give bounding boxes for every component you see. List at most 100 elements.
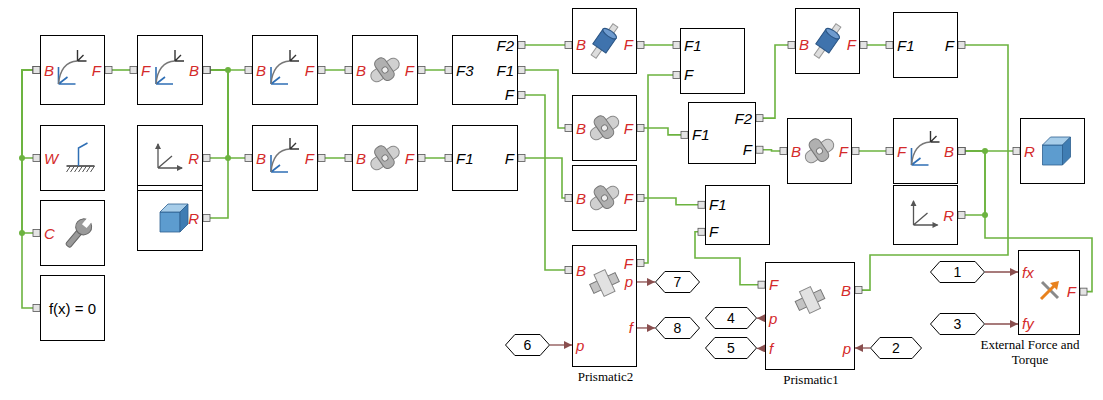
port-glyph [445, 67, 452, 74]
simscape-block: BF [572, 165, 637, 231]
cube-icon [1043, 137, 1071, 165]
simscape-block: F1 F [452, 125, 518, 191]
junction-dot [225, 155, 231, 161]
port-glyph [33, 67, 40, 74]
port-label: F1 [709, 197, 727, 212]
port-label: F1 [692, 127, 710, 142]
port-glyph [958, 42, 965, 49]
port-label: f [769, 341, 773, 356]
port-glyph [788, 41, 795, 48]
port-label: F [709, 224, 718, 239]
icon-stroke [1063, 137, 1071, 165]
icon-stroke [156, 61, 175, 84]
icon-stroke [71, 166, 75, 172]
port-label: R [188, 151, 199, 166]
port-label: F1 [897, 38, 915, 53]
port-callout: 8 [655, 317, 700, 339]
port-label: F [847, 37, 856, 52]
frame-icon [271, 50, 299, 84]
frame-icon [912, 131, 940, 165]
port-label: F [92, 63, 101, 78]
port-glyph [33, 67, 40, 74]
port-label: F [624, 191, 633, 206]
icon-stroke [912, 148, 929, 165]
port-label: F [405, 63, 414, 78]
callout-number: 2 [892, 341, 900, 356]
port-label: B [576, 37, 586, 52]
port-callout: 7 [655, 271, 700, 293]
simscape-block: FB [893, 118, 958, 184]
force-icon [1041, 281, 1059, 299]
port-glyph [958, 148, 965, 155]
icon-part [61, 215, 95, 251]
port-glyph [33, 230, 40, 237]
junction-dot [982, 212, 988, 218]
junction-dot [19, 230, 25, 236]
connection-line [22, 70, 40, 233]
simscape-block: BF [795, 8, 860, 74]
signal-line [757, 348, 765, 349]
port-label: F1 [456, 151, 474, 166]
port-glyph [318, 155, 325, 162]
port-glyph [756, 146, 763, 153]
icon-stroke [271, 149, 290, 172]
icon-stroke [271, 155, 288, 172]
port-glyph [637, 195, 644, 202]
port-glyph [445, 155, 452, 162]
icon-stroke [1050, 281, 1059, 290]
callout-number: 7 [674, 275, 682, 290]
port-glyph [130, 67, 137, 74]
frame-icon [156, 50, 184, 84]
block-caption: External Force and Torque [971, 337, 1089, 367]
connection-line [518, 95, 572, 270]
connection-line [637, 75, 680, 263]
prism-icon [587, 266, 623, 300]
rev-icon [799, 131, 839, 169]
port-label: B [576, 191, 586, 206]
port-glyph [518, 91, 525, 98]
port-glyph [681, 131, 688, 138]
port-label: B [791, 144, 801, 159]
connection-line [22, 70, 40, 308]
junction-dot [982, 148, 988, 154]
simscape-block: F1 F [893, 12, 958, 78]
icon-part [364, 50, 404, 88]
simscape-block: F1F [705, 185, 770, 245]
port-label: F [405, 151, 414, 166]
simscape-block: W [40, 125, 105, 191]
connection-line [518, 44, 572, 46]
port-label: F [945, 38, 954, 53]
icon-stroke [290, 50, 299, 61]
connection-line [637, 198, 705, 205]
icon-part [584, 178, 624, 216]
port-label: F1 [684, 38, 702, 53]
port-label: B [356, 151, 366, 166]
connection-line [756, 45, 795, 118]
frame-icon [271, 138, 299, 172]
simscape-block: BF [787, 118, 852, 184]
port-label: R [1024, 144, 1035, 159]
simscape-block: BF [352, 35, 418, 105]
port-label: R [943, 208, 954, 223]
port-glyph [203, 67, 210, 74]
icon-stroke [1043, 145, 1063, 165]
simscape-block: BF [252, 35, 318, 105]
port-glyph [637, 41, 644, 48]
port-glyph [345, 67, 352, 74]
port-glyph [886, 148, 893, 155]
port-label: W [44, 151, 58, 166]
icon-stroke [911, 200, 939, 228]
simscape-block: F2F1F [688, 102, 756, 164]
wrench-icon [61, 215, 95, 251]
port-label: R [188, 211, 199, 226]
cyl-icon [587, 21, 622, 61]
connection-line [637, 128, 688, 135]
callout-number: 4 [727, 311, 735, 326]
icon-part [587, 266, 623, 300]
port-label: F [505, 151, 514, 166]
port-label: p [843, 341, 851, 356]
simscape-block: F2F3F1F [452, 35, 518, 105]
port-glyph [565, 41, 572, 48]
icon-stroke [290, 138, 299, 149]
